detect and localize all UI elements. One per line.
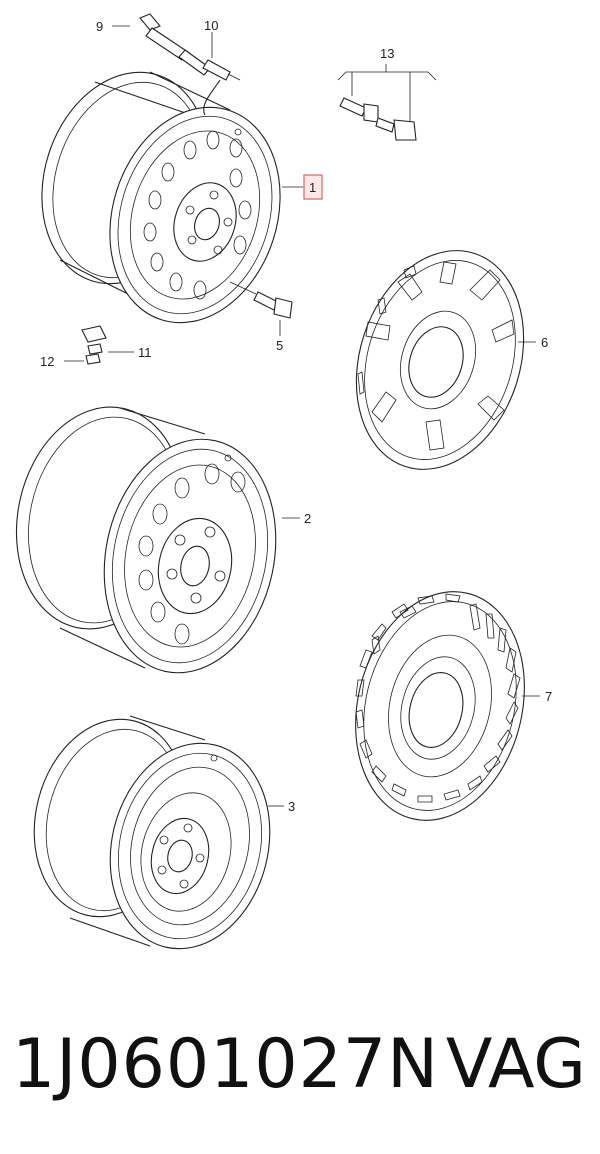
locking-wheel-bolts: [337, 64, 437, 141]
callout-3: 3: [288, 799, 295, 814]
callout-10: 10: [204, 18, 218, 33]
callout-11: 11: [138, 345, 152, 360]
part-number: 1J0601027N: [12, 1025, 440, 1104]
steel-wheel-2: [15, 406, 277, 674]
wheel-cover-6: [355, 250, 525, 470]
callout-1-highlight: [303, 174, 323, 200]
steel-wheel-3: [33, 715, 271, 950]
footer: 1J0601027N VAG: [0, 1010, 600, 1120]
tire-valve-assembly: [139, 13, 241, 116]
callout-7: 7: [545, 689, 552, 704]
brand-label: VAG: [445, 1025, 586, 1104]
exploded-parts-diagram: 1 9 10 5 11 12 13: [15, 13, 552, 950]
hubcap-7-slots: [355, 593, 521, 803]
callout-2: 2: [304, 511, 311, 526]
wheel-cover-7: [355, 591, 525, 821]
balance-weights: [81, 325, 107, 365]
callout-1: 1: [309, 180, 316, 195]
callout-9: 9: [96, 19, 103, 34]
callout-5: 5: [276, 338, 283, 353]
wheel-bolt: [229, 281, 293, 319]
steel-wheel-1: [41, 71, 281, 324]
callout-12: 12: [40, 354, 54, 369]
callout-13: 13: [380, 46, 394, 61]
callout-6: 6: [541, 335, 548, 350]
